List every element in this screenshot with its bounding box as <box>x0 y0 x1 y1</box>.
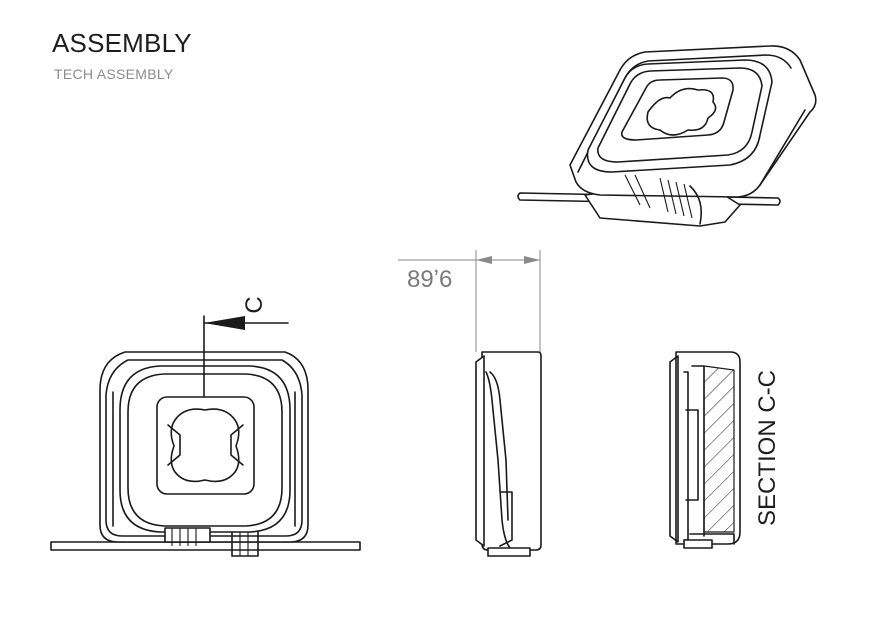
section-label: SECTION C-C <box>754 370 781 526</box>
page-title: ASSEMBLY <box>52 28 192 58</box>
side-view <box>398 250 542 557</box>
dimension-label: 89ʼ6 <box>407 266 452 293</box>
front-view <box>50 315 361 557</box>
section-marker-label: C <box>241 296 268 313</box>
page-subtitle: TECH ASSEMBLY <box>54 66 174 82</box>
section-view <box>669 351 741 549</box>
isometric-view <box>517 45 817 227</box>
